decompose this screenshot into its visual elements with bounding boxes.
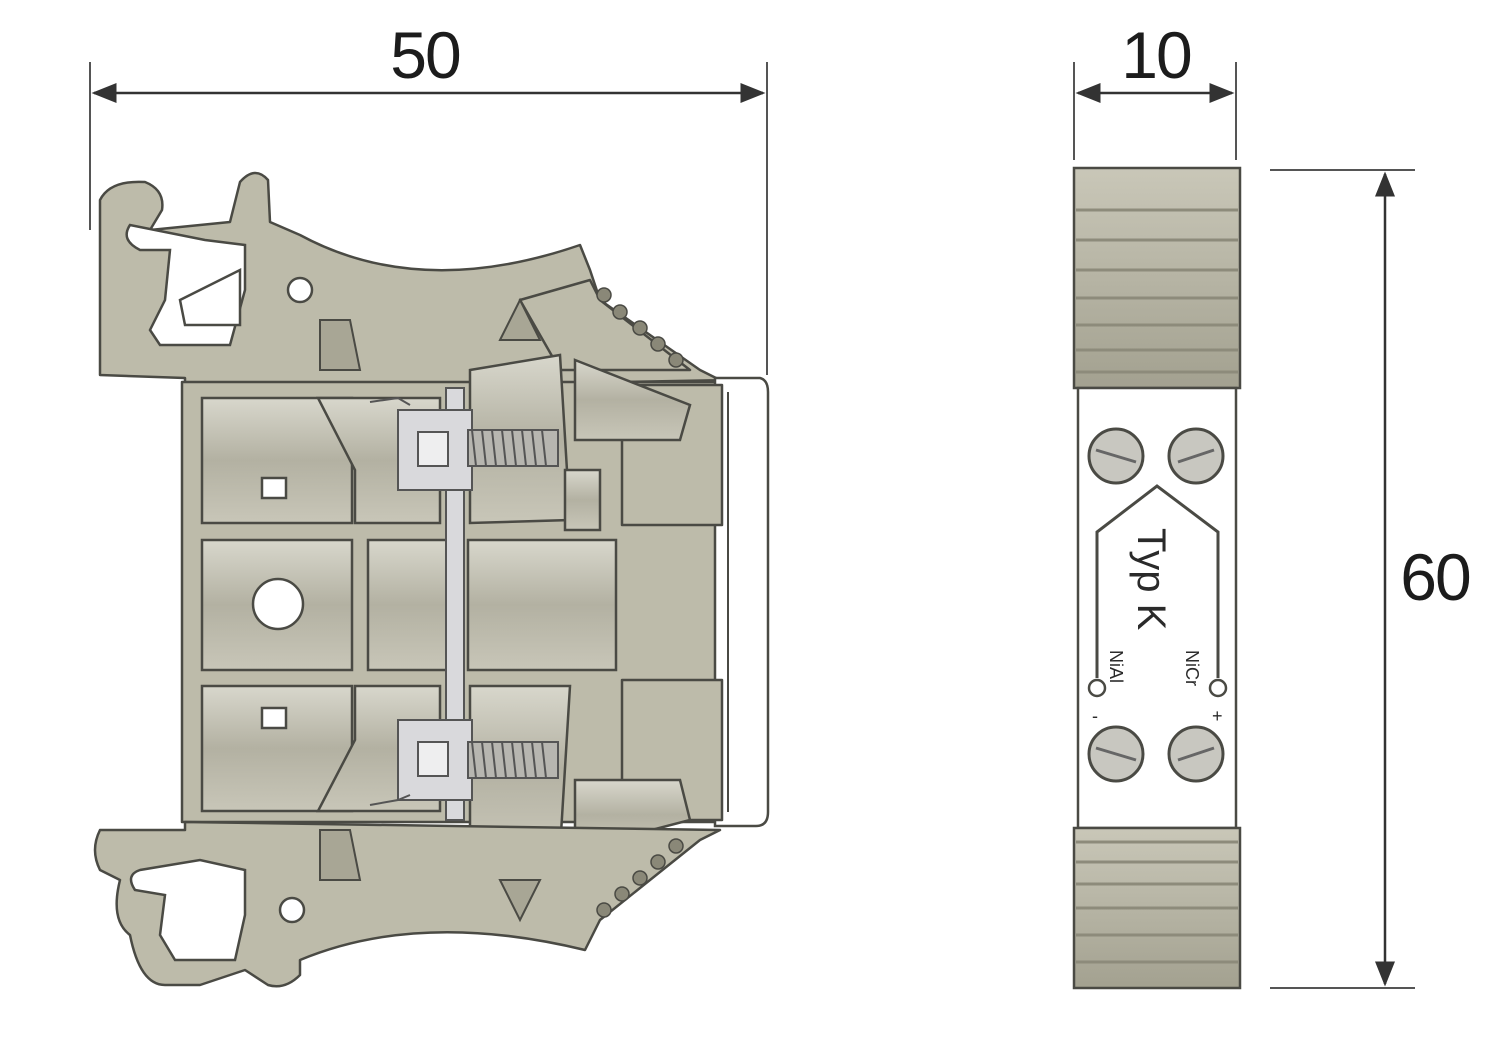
side-screw-top-left	[1087, 427, 1145, 485]
dimension-width-side: 10	[1073, 18, 1237, 160]
dimension-label-10: 10	[1121, 18, 1191, 92]
nial-label: NiAl	[1106, 650, 1126, 683]
dimension-label-60: 60	[1400, 540, 1470, 614]
terminal-block-front-view	[93, 171, 770, 988]
terminal-block-side-view: Typ K NiCr NiAl + -	[1072, 166, 1242, 990]
dimension-label-50: 50	[390, 18, 460, 92]
side-screw-top-right	[1167, 427, 1225, 485]
plus-sign: +	[1212, 706, 1223, 726]
lower-screw	[467, 741, 559, 779]
side-screw-bottom-left	[1087, 725, 1145, 783]
thermocouple-symbol	[1095, 484, 1220, 678]
side-screw-bottom-right	[1167, 725, 1225, 783]
type-label: Typ K	[1129, 528, 1173, 631]
minus-sign: -	[1092, 706, 1098, 726]
dimension-height-side: 60	[1270, 169, 1472, 989]
upper-screw	[467, 429, 559, 467]
nicr-label: NiCr	[1182, 650, 1202, 686]
dimension-width-front: 50	[89, 18, 768, 375]
